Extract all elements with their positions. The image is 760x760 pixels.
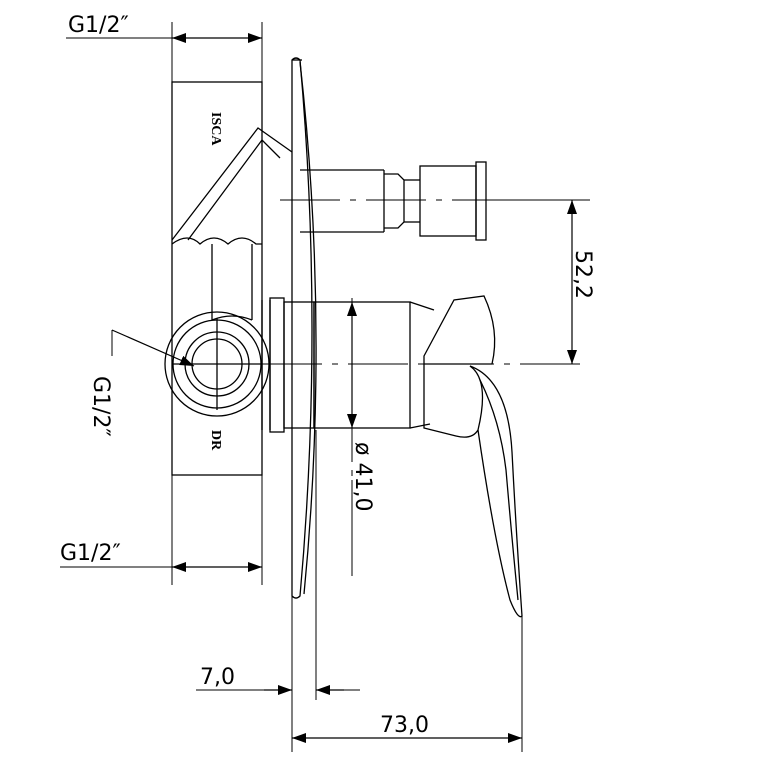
dim-cartridge-diameter: ø 41,0 — [350, 442, 375, 511]
extension-lines — [60, 22, 590, 752]
wall-plate — [291, 57, 317, 599]
upper-outlet — [300, 161, 487, 241]
inlet-connection — [164, 311, 270, 417]
cartridge-housing — [269, 297, 435, 433]
lever-handle — [423, 295, 523, 618]
valve-body — [171, 81, 293, 476]
dim-thread-top: G1/2″ — [68, 13, 129, 38]
stamp-top: ISCA — [208, 112, 223, 146]
dim-outlet-height: 52,2 — [570, 250, 595, 299]
dim-thread-left: G1/2″ — [88, 376, 113, 437]
dim-plate-offset: 7,0 — [200, 665, 235, 690]
dimension-arrows — [111, 33, 577, 743]
stamp-bottom: DR — [208, 430, 223, 451]
dim-thread-bottom: G1/2″ — [60, 541, 121, 566]
dim-total-depth: 73,0 — [380, 713, 429, 738]
